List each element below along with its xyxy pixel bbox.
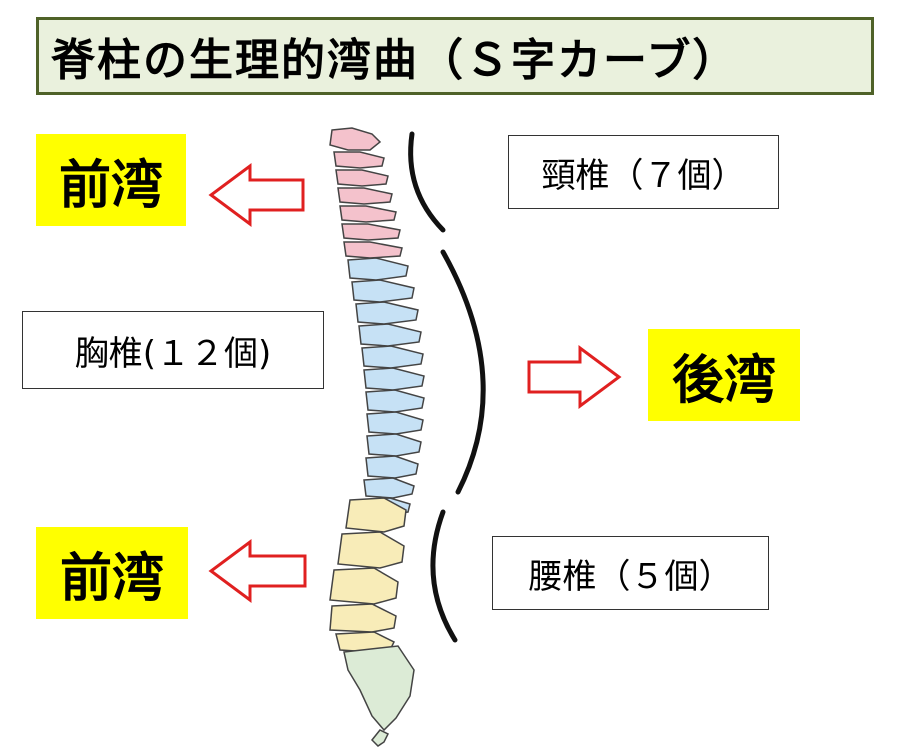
region-label-cervical: 頸椎（７個） [508,135,779,209]
lumbar-vertebrae [329,497,407,653]
sacrum [343,645,415,747]
region-label-lumbar: 腰椎（５個） [492,536,769,610]
curve-label-cervical: 前湾 [36,134,186,226]
arrow-left-icon [208,539,307,603]
curve-label-thoracic: 後湾 [648,329,800,421]
thoracic-bracket [440,249,486,495]
lumbar-bracket [430,509,458,643]
arrow-left-icon [208,163,305,227]
thoracic-vertebrae [347,257,425,515]
cervical-bracket [408,131,446,233]
region-label-thoracic: 胸椎(１２個) [22,311,324,389]
page-title: 脊柱の生理的湾曲（Ｓ字カーブ） [36,17,874,95]
arrow-right-icon [527,345,622,409]
cervical-vertebrae [329,127,403,259]
curve-label-lumbar: 前湾 [36,527,188,619]
